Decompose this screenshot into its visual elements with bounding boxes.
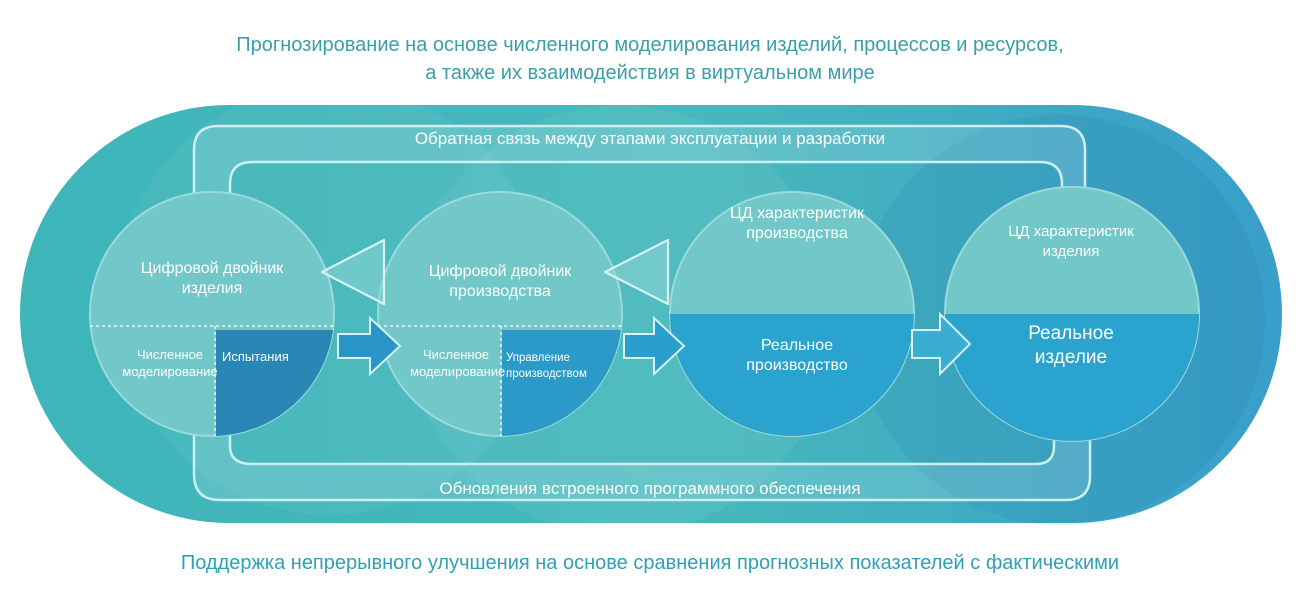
arrow-control-to-real-production <box>623 315 686 377</box>
diagram-title-line-2: а также их взаимодействия в виртуальном … <box>425 62 875 84</box>
arrow-production-to-product-twin <box>320 238 386 306</box>
testing-label: Испытания <box>222 349 289 364</box>
background-band <box>20 105 1282 523</box>
production-numerical-modeling-label: Численное моделирование <box>410 347 506 379</box>
real-production-label: Реальное производство <box>746 337 848 374</box>
product-characteristics-label: ЦД характеристик изделия <box>1008 223 1134 260</box>
real-product-label: Реальное изделие <box>1028 323 1114 368</box>
production-control-label: Управление производством <box>506 352 587 380</box>
production-characteristics-label: ЦД характеристик производства <box>730 205 864 242</box>
production-twin-label: Цифровой двойник производства <box>428 263 572 300</box>
background-band-haze <box>20 105 1282 523</box>
product-twin-label: Цифровой двойник изделия <box>140 260 284 297</box>
product-numerical-modeling-label: Численное моделирование <box>122 347 218 379</box>
arrow-testing-to-production-twin <box>337 315 402 377</box>
diagram-title-line-1: Прогнозирование на основе численного мод… <box>236 34 1064 56</box>
feedback-bottom-label: Обновления встроенного программного обес… <box>439 479 861 498</box>
stage-production-twin <box>377 191 623 437</box>
arrow-production-to-product <box>911 311 972 377</box>
feedback-top-label: Обратная связь между этапами эксплуатаци… <box>414 129 886 148</box>
arrow-characteristics-to-production-twin <box>603 238 670 306</box>
stage-product <box>944 186 1200 442</box>
diagram-footer-caption: Поддержка непрерывного улучшения на осно… <box>180 552 1120 574</box>
